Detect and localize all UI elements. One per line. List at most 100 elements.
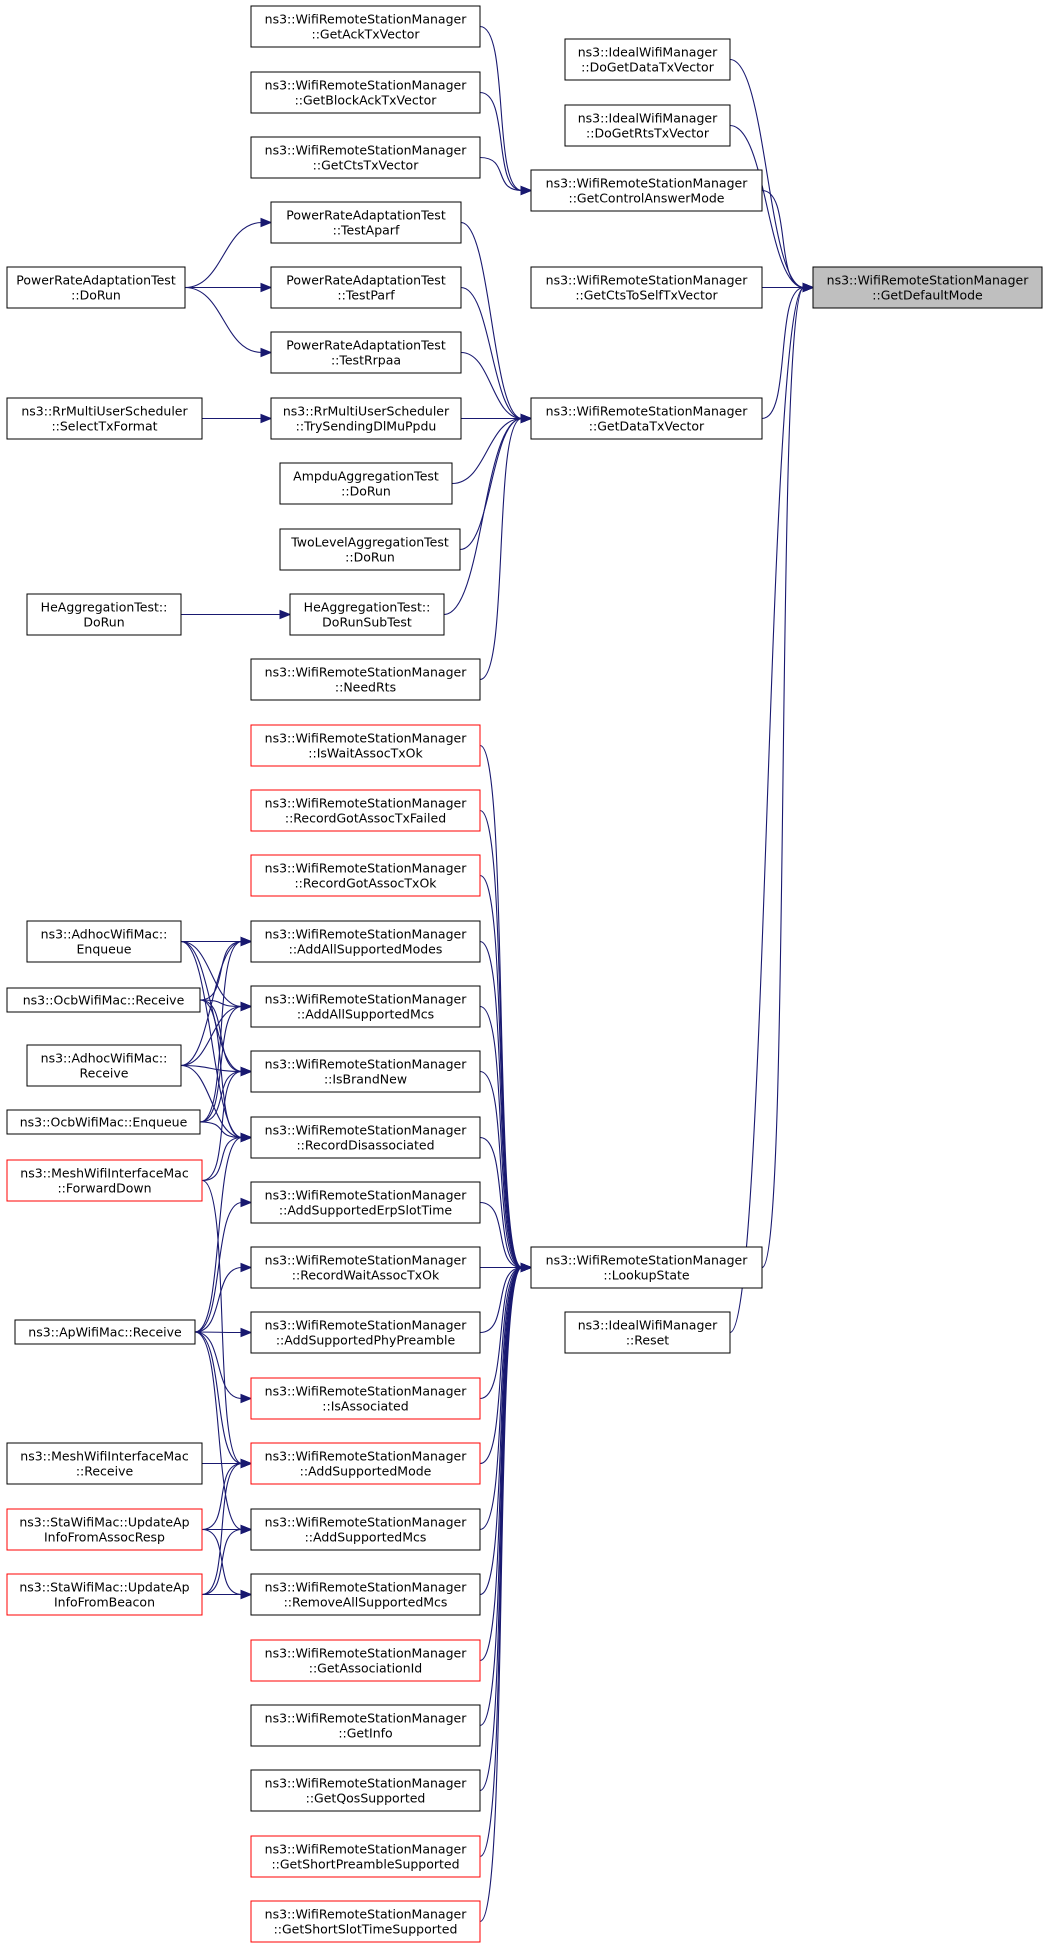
node-he-do-run[interactable]: HeAggregationTest::DoRun [26, 593, 182, 636]
node-label-line: ::GetShortSlotTimeSupported [274, 1922, 458, 1937]
node-label-line: ns3::StaWifiMac::UpdateAp [19, 1515, 189, 1530]
edge-arrowhead [260, 347, 273, 358]
node-label-line: AmpduAggregationTest [293, 469, 439, 484]
node-test-rrpaa[interactable]: PowerRateAdaptationTest::TestRrpaa [270, 331, 462, 374]
edge-adhoc-receive-to-is-brand-new [180, 1064, 243, 1073]
edge-ocb-enqueue-to-add-all-modes [199, 940, 243, 1123]
node-label-line: Enqueue [77, 942, 132, 957]
edge-arrowhead [520, 185, 533, 196]
node-get-short-preamble[interactable]: ns3::WifiRemoteStationManager::GetShortP… [250, 1835, 481, 1878]
node-he-do-run-sub[interactable]: HeAggregationTest::DoRunSubTest [289, 593, 445, 636]
edge-ap-receive-to-rec-wait-assoc [194, 1266, 243, 1333]
node-label-line: ns3::WifiRemoteStationManager [265, 1318, 468, 1333]
node-rec-wait-assoc[interactable]: ns3::WifiRemoteStationManager::RecordWai… [250, 1246, 481, 1289]
node-root[interactable]: ns3::WifiRemoteStationManager::GetDefaul… [812, 266, 1043, 309]
node-add-phy-preamble[interactable]: ns3::WifiRemoteStationManager::AddSuppor… [250, 1311, 481, 1354]
edge-two-level-do-run-to-get-data-tx [459, 417, 523, 551]
node-is-brand-new[interactable]: ns3::WifiRemoteStationManager::IsBrandNe… [250, 1050, 481, 1093]
edge-get-info-to-lookup-state [479, 1266, 523, 1727]
node-remove-all-mcs[interactable]: ns3::WifiRemoteStationManager::RemoveAll… [250, 1573, 481, 1616]
node-mesh-receive[interactable]: ns3::MeshWifiInterfaceMac::Receive [6, 1442, 203, 1485]
node-get-data-tx[interactable]: ns3::WifiRemoteStationManager::GetDataTx… [530, 397, 763, 440]
node-label-line: ns3::WifiRemoteStationManager [546, 404, 749, 419]
node-get-qos[interactable]: ns3::WifiRemoteStationManager::GetQosSup… [250, 1769, 481, 1812]
node-is-associated[interactable]: ns3::WifiRemoteStationManager::IsAssocia… [250, 1377, 481, 1420]
node-ocb-receive[interactable]: ns3::OcbWifiMac::Receive [6, 987, 201, 1013]
node-box [530, 397, 763, 440]
node-label-line: Receive [80, 1066, 129, 1081]
node-add-all-mcs[interactable]: ns3::WifiRemoteStationManager::AddAllSup… [250, 985, 481, 1028]
node-label-line: ::GetAssociationId [309, 1661, 423, 1676]
node-get-assoc-id[interactable]: ns3::WifiRemoteStationManager::GetAssoci… [250, 1639, 481, 1682]
node-mesh-forward[interactable]: ns3::MeshWifiInterfaceMac::ForwardDown [6, 1159, 203, 1202]
edge-get-block-ack-to-get-control-answer [479, 91, 523, 192]
node-two-level-do-run[interactable]: TwoLevelAggregationTest::DoRun [279, 528, 461, 571]
node-label-line: ::RecordGotAssocTxFailed [285, 811, 446, 826]
node-test-aparf[interactable]: PowerRateAdaptationTest::TestAparf [270, 201, 462, 244]
node-box [250, 658, 481, 701]
node-box [250, 1704, 481, 1747]
node-label-line: ns3::WifiRemoteStationManager [546, 273, 749, 288]
node-add-all-modes[interactable]: ns3::WifiRemoteStationManager::AddAllSup… [250, 920, 481, 963]
node-label-line: ns3::WifiRemoteStationManager [265, 1449, 468, 1464]
node-add-supp-mcs[interactable]: ns3::WifiRemoteStationManager::AddSuppor… [250, 1508, 481, 1551]
node-label-line: ::AddSupportedPhyPreamble [276, 1333, 456, 1348]
node-label-line: ns3::WifiRemoteStationManager [265, 1711, 468, 1726]
node-ideal-reset[interactable]: ns3::IdealWifiManager::Reset [564, 1311, 731, 1354]
node-ideal-do-get-rts[interactable]: ns3::IdealWifiManager::DoGetRtsTxVector [564, 104, 731, 147]
node-add-supp-mode[interactable]: ns3::WifiRemoteStationManager::AddSuppor… [250, 1442, 481, 1485]
node-get-block-ack[interactable]: ns3::WifiRemoteStationManager::GetBlockA… [250, 71, 481, 114]
node-box [250, 920, 481, 963]
node-label-line: ::GetCtsToSelfTxVector [575, 288, 718, 303]
node-is-wait-assoc[interactable]: ns3::WifiRemoteStationManager::IsWaitAss… [250, 724, 481, 767]
node-box [250, 1181, 481, 1224]
edge-ideal-reset-to-root [729, 286, 805, 1334]
node-rec-got-failed[interactable]: ns3::WifiRemoteStationManager::RecordGot… [250, 789, 481, 832]
node-get-ack-tx[interactable]: ns3::WifiRemoteStationManager::GetAckTxV… [250, 5, 481, 48]
node-sta-assoc-resp[interactable]: ns3::StaWifiMac::UpdateApInfoFromAssocRe… [6, 1508, 203, 1551]
edge-arrowhead [240, 1262, 253, 1273]
node-pra-do-run[interactable]: PowerRateAdaptationTest::DoRun [6, 266, 186, 309]
node-ampdu-do-run[interactable]: AmpduAggregationTest::DoRun [279, 462, 453, 505]
node-rec-disassoc[interactable]: ns3::WifiRemoteStationManager::RecordDis… [250, 1116, 481, 1159]
node-label-line: DoRun [83, 615, 124, 630]
node-need-rts[interactable]: ns3::WifiRemoteStationManager::NeedRts [250, 658, 481, 701]
node-label-line: ns3::OcbWifiMac::Enqueue [20, 1115, 188, 1130]
node-get-cts-tx[interactable]: ns3::WifiRemoteStationManager::GetCtsTxV… [250, 136, 481, 179]
node-get-cts-to-self[interactable]: ns3::WifiRemoteStationManager::GetCtsToS… [530, 266, 763, 309]
edge-arrowhead [260, 413, 273, 424]
edge-get-qos-to-lookup-state [479, 1266, 523, 1792]
node-lookup-state[interactable]: ns3::WifiRemoteStationManager::LookupSta… [530, 1246, 763, 1289]
node-label-line: HeAggregationTest:: [41, 600, 168, 615]
node-adhoc-enqueue[interactable]: ns3::AdhocWifiMac::Enqueue [26, 920, 182, 963]
node-test-parf[interactable]: PowerRateAdaptationTest::TestParf [270, 266, 462, 309]
node-box [6, 1442, 203, 1485]
node-label-line: ns3::OcbWifiMac::Receive [23, 993, 185, 1008]
node-get-short-slot[interactable]: ns3::WifiRemoteStationManager::GetShortS… [250, 1900, 481, 1943]
node-try-sending-dl[interactable]: ns3::RrMultiUserScheduler::TrySendingDlM… [270, 397, 462, 440]
node-ocb-enqueue[interactable]: ns3::OcbWifiMac::Enqueue [6, 1109, 201, 1135]
node-adhoc-receive[interactable]: ns3::AdhocWifiMac::Receive [26, 1044, 182, 1087]
edge-test-rrpaa-to-get-data-tx [460, 351, 523, 420]
node-ideal-do-get-data[interactable]: ns3::IdealWifiManager::DoGetDataTxVector [564, 38, 731, 81]
node-ap-receive[interactable]: ns3::ApWifiMac::Receive [14, 1319, 196, 1345]
node-box [564, 104, 731, 147]
node-get-info[interactable]: ns3::WifiRemoteStationManager::GetInfo [250, 1704, 481, 1747]
node-add-erp-slot[interactable]: ns3::WifiRemoteStationManager::AddSuppor… [250, 1181, 481, 1224]
edge-arrowhead [240, 936, 253, 947]
node-get-control-answer[interactable]: ns3::WifiRemoteStationManager::GetContro… [530, 169, 763, 212]
node-label-line: ns3::WifiRemoteStationManager [265, 1057, 468, 1072]
node-label-line: HeAggregationTest:: [304, 600, 431, 615]
edge-pra-do-run-to-test-aparf [184, 221, 263, 289]
node-rec-got-ok[interactable]: ns3::WifiRemoteStationManager::RecordGot… [250, 854, 481, 897]
node-select-tx-format[interactable]: ns3::RrMultiUserScheduler::SelectTxForma… [6, 397, 203, 440]
node-label-line: ns3::WifiRemoteStationManager [265, 12, 468, 27]
node-label-line: PowerRateAdaptationTest [286, 208, 446, 223]
node-box [6, 987, 201, 1013]
node-box [250, 5, 481, 48]
edge-ap-receive-to-rec-disassoc [194, 1136, 243, 1333]
node-box [250, 1311, 481, 1354]
edge-adhoc-receive-to-add-all-modes [180, 940, 243, 1067]
edge-layer [180, 25, 815, 1923]
